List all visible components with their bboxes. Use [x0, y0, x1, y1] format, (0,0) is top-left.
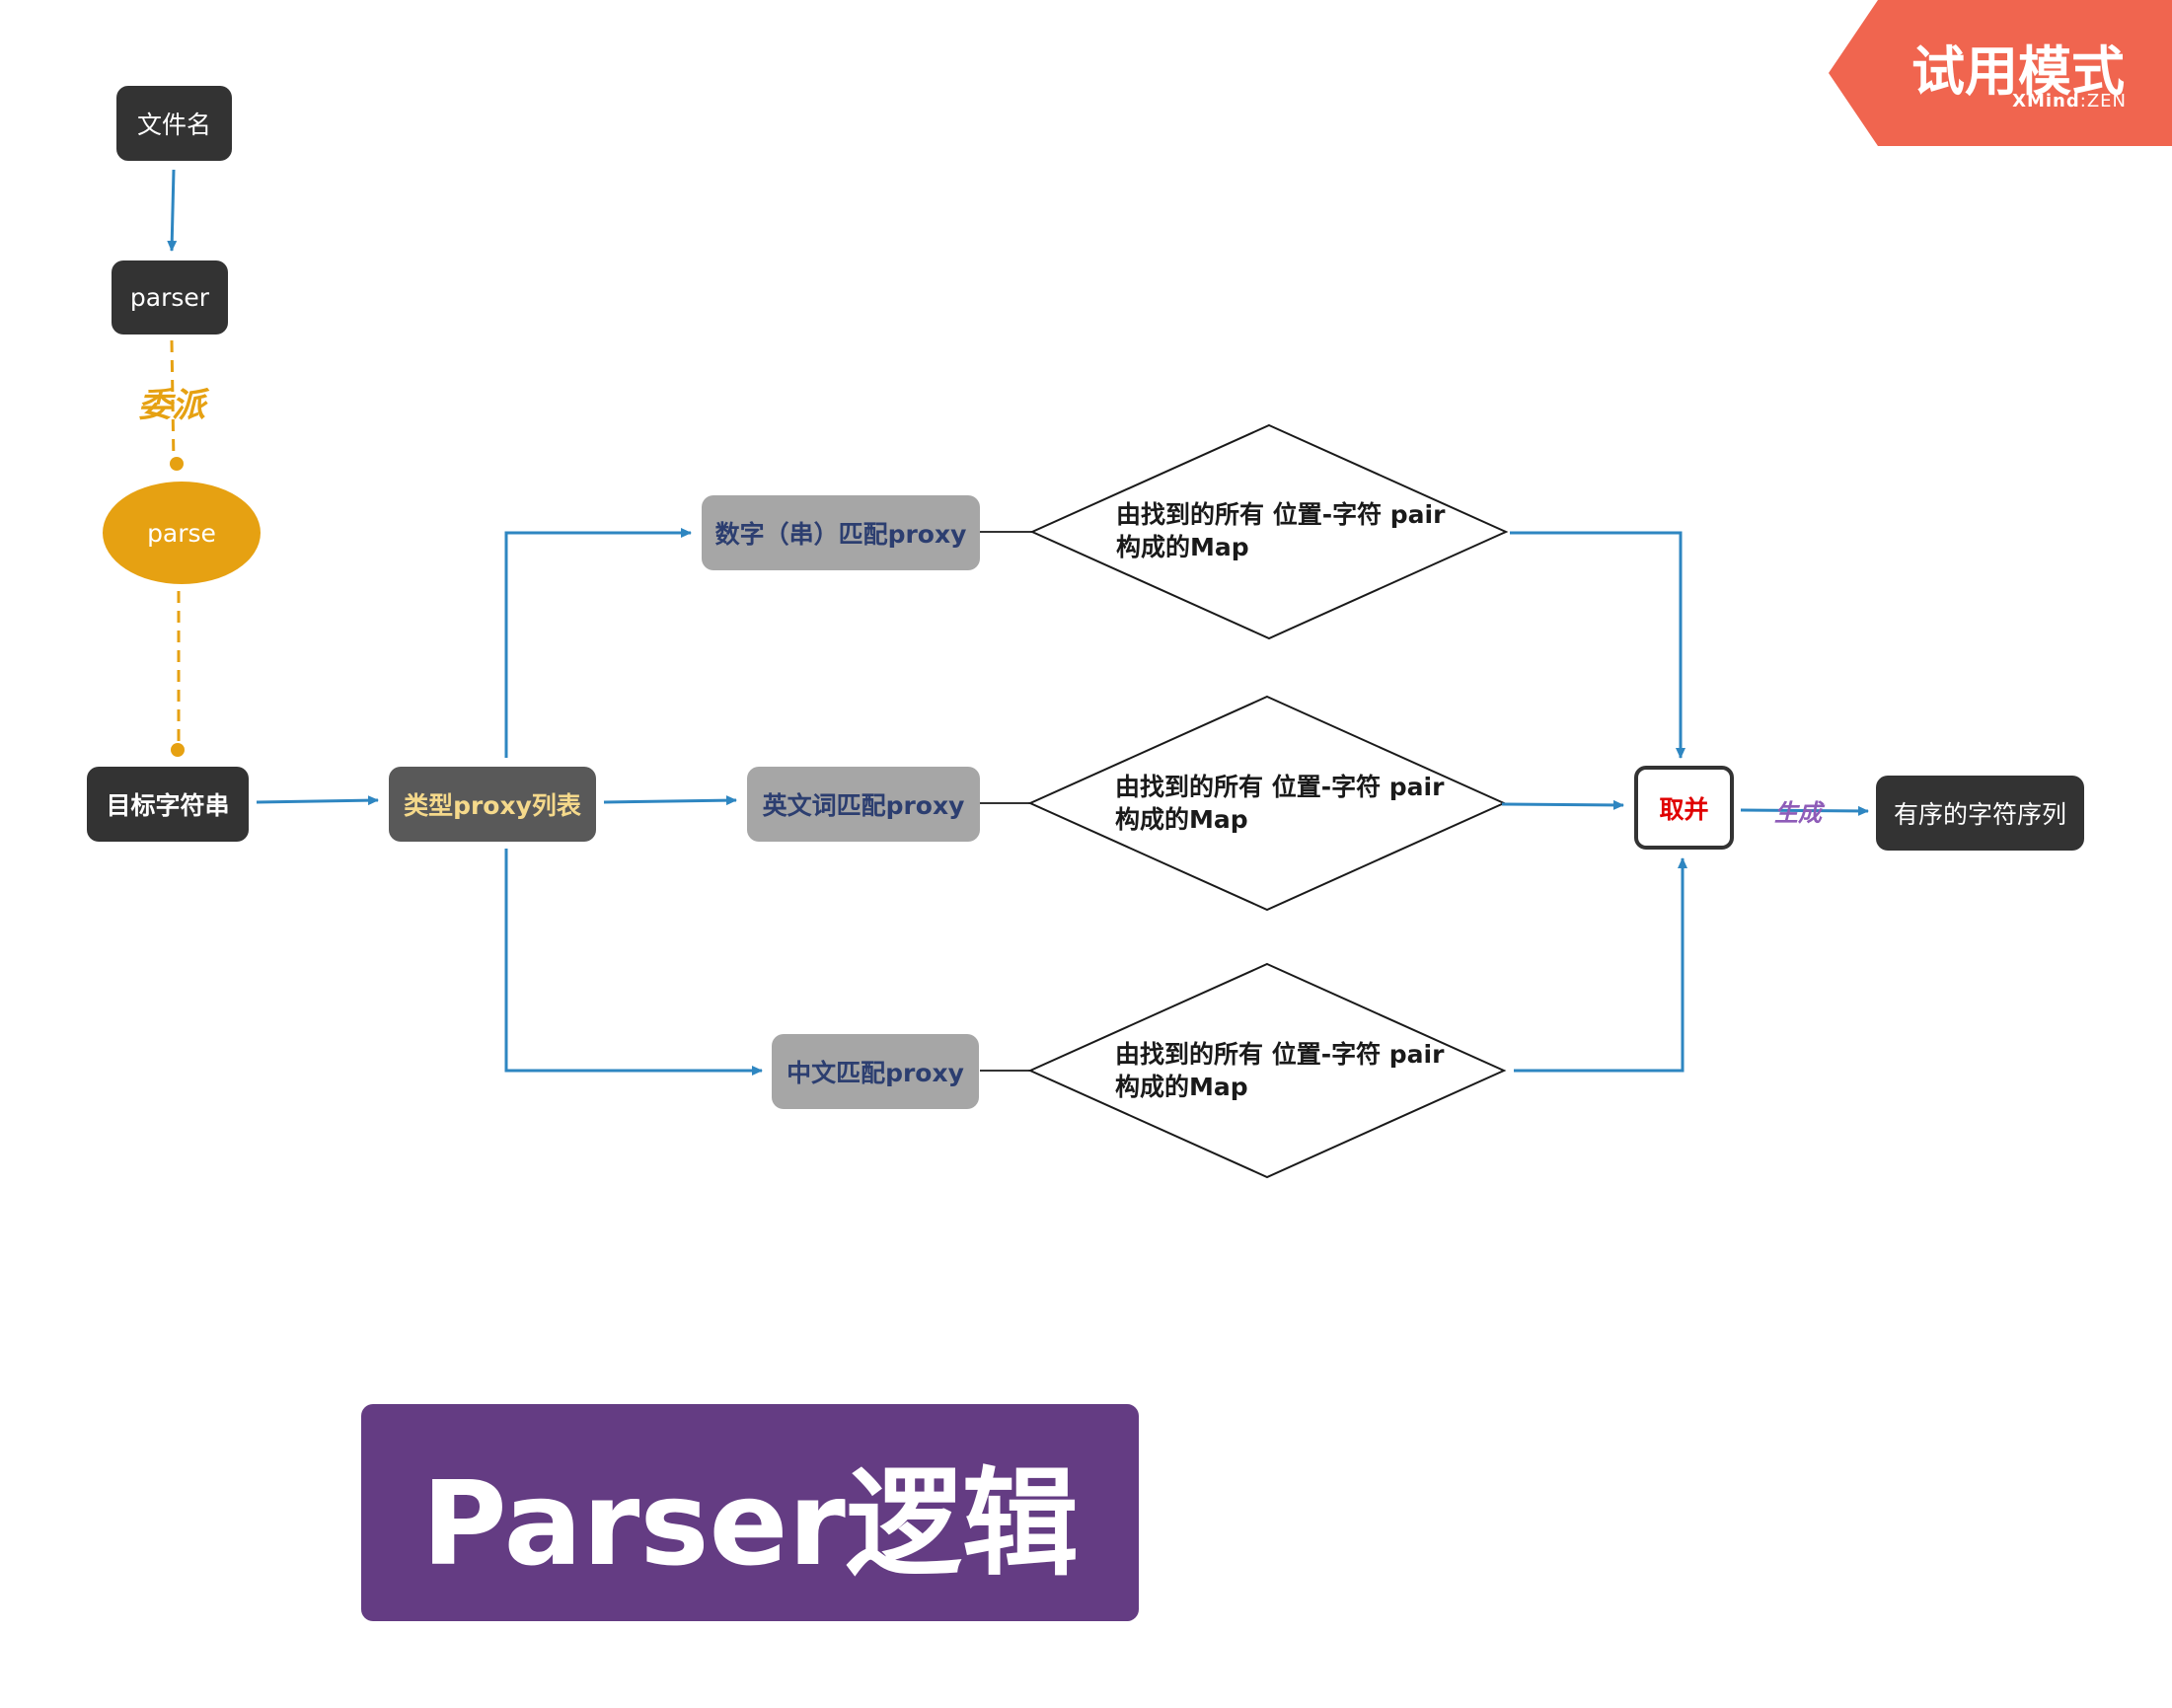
node-merge[interactable]: 取并: [1634, 766, 1734, 850]
trial-mode-badge[interactable]: 试用模式 XMind:ZEN: [1829, 0, 2172, 146]
brand-edition: ZEN: [2086, 91, 2127, 111]
decision-english: [1027, 695, 1507, 912]
connector-dot: [170, 457, 184, 471]
decision-number-text-line1: 由找到的所有 位置-字符 pair: [1116, 500, 1446, 529]
brand-separator: :: [2079, 91, 2087, 111]
node-merge-label: 取并: [1659, 794, 1709, 824]
node-parse-label: parse: [147, 518, 216, 548]
edge-decision-chinese-to-merge: [1514, 857, 1687, 1073]
edge-decision-number-to-merge: [1510, 531, 1685, 759]
node-proxy-english[interactable]: 英文词匹配proxy: [747, 767, 980, 842]
node-filename[interactable]: 文件名: [116, 86, 232, 161]
decision-chinese-text-line2: 构成的Map: [1115, 1073, 1248, 1101]
node-result[interactable]: 有序的字符序列: [1876, 776, 2084, 851]
node-proxy-number[interactable]: 数字（串）匹配proxy: [702, 495, 980, 570]
decision-english-text-line2: 构成的Map: [1115, 805, 1248, 834]
edge-decision-english-to-merge: [1501, 799, 1624, 810]
decision-english-text-line1: 由找到的所有 位置-字符 pair: [1115, 773, 1445, 801]
node-proxy-list-label: 类型proxy列表: [404, 791, 581, 820]
edge-proxylist-to-english: [603, 795, 737, 806]
node-result-label: 有序的字符序列: [1893, 800, 2066, 829]
node-proxy-number-label: 数字（串）匹配proxy: [714, 520, 967, 549]
decision-chinese-text-line1: 由找到的所有 位置-字符 pair: [1115, 1040, 1445, 1069]
edge-proxylist-to-chinese: [504, 849, 763, 1076]
edge-label-generate: 生成: [1774, 799, 1822, 827]
node-proxy-chinese[interactable]: 中文匹配proxy: [772, 1034, 979, 1109]
decision-chinese-text: 由找到的所有 位置-字符 pair 构成的Map: [1115, 1038, 1444, 1103]
edge-merge-to-result: [1740, 805, 1869, 816]
decision-english-text: 由找到的所有 位置-字符 pair 构成的Map: [1115, 771, 1444, 836]
edge-parser-dashed: [170, 339, 176, 465]
decision-number-text-line2: 构成的Map: [1116, 533, 1249, 561]
connector-dot: [171, 743, 185, 757]
trial-mode-brand: XMind:ZEN: [2012, 91, 2127, 111]
node-parser-label: parser: [129, 283, 210, 312]
diagram-title: Parser逻辑: [361, 1404, 1139, 1621]
node-proxy-chinese-label: 中文匹配proxy: [786, 1059, 964, 1087]
edge-target-to-proxylist: [256, 795, 379, 806]
decision-number: [1029, 423, 1509, 640]
diagram-title-text: Parser逻辑: [421, 1454, 1079, 1592]
brand-name: XMind: [2012, 91, 2080, 111]
node-proxy-list[interactable]: 类型proxy列表: [389, 767, 596, 842]
edge-filename-to-parser: [167, 169, 178, 252]
decision-number-text: 由找到的所有 位置-字符 pair 构成的Map: [1116, 498, 1445, 563]
node-parse[interactable]: parse: [103, 482, 261, 584]
edge-label-delegate: 委派: [138, 386, 205, 425]
node-filename-label: 文件名: [136, 111, 211, 139]
node-parser[interactable]: parser: [112, 260, 228, 334]
node-target-string-label: 目标字符串: [106, 791, 230, 820]
node-proxy-english-label: 英文词匹配proxy: [762, 791, 965, 820]
node-target-string[interactable]: 目标字符串: [87, 767, 249, 842]
badge-shape: [1829, 0, 2172, 146]
edge-proxylist-to-number: [504, 528, 692, 758]
trial-mode-title: 试用模式: [1911, 40, 2125, 103]
decision-chinese: [1027, 962, 1507, 1179]
